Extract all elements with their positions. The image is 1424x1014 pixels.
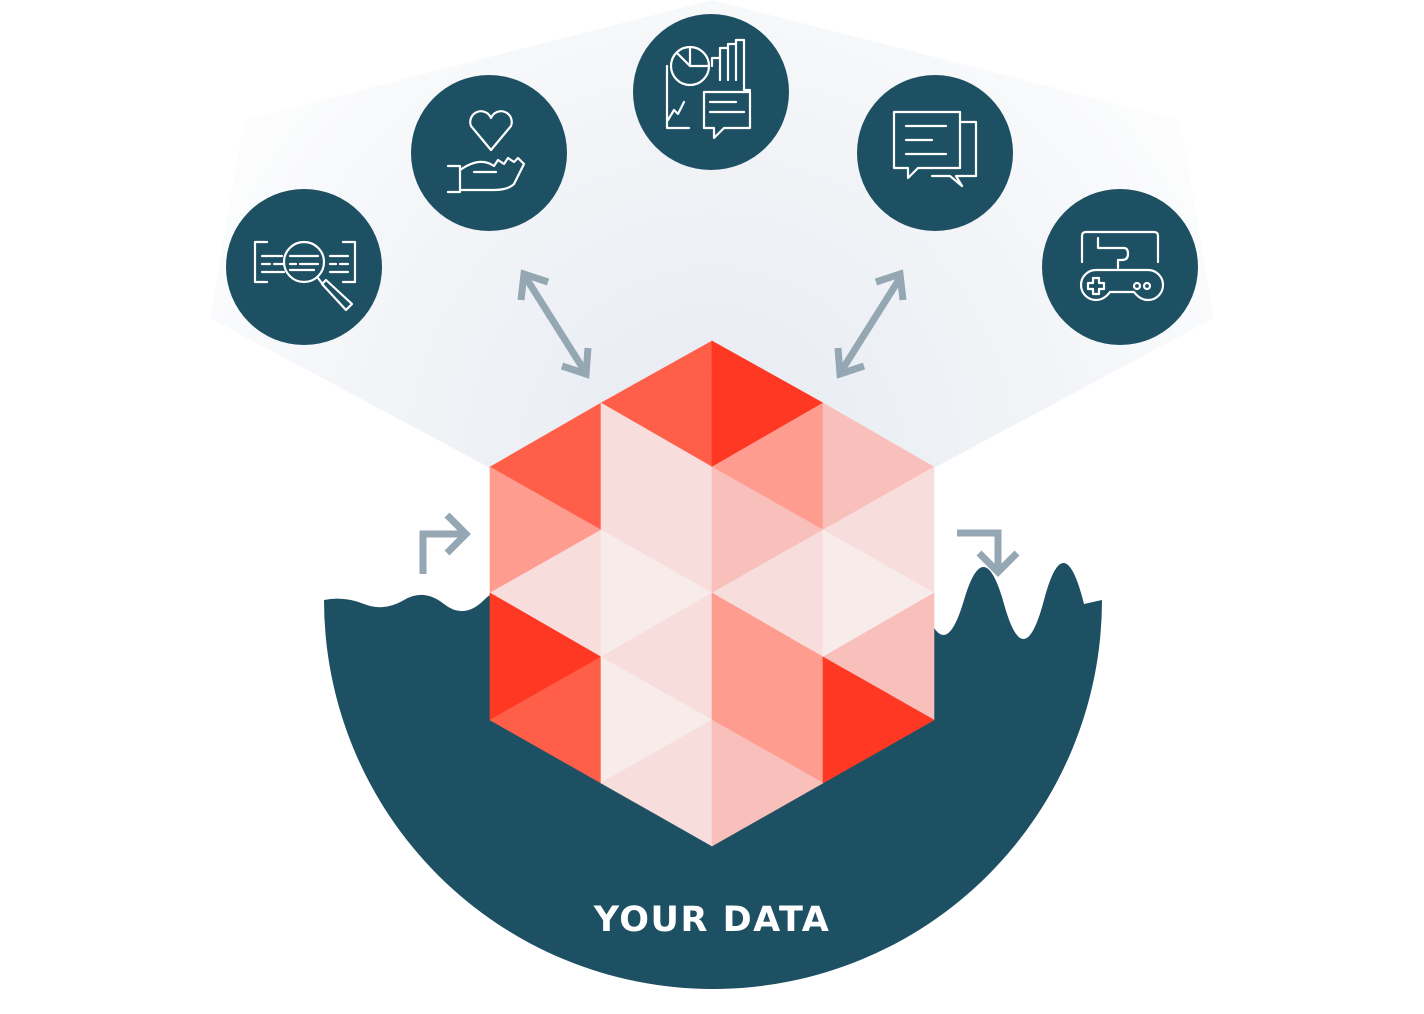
data-hexagon xyxy=(489,340,935,847)
outflow-arrow-icon xyxy=(957,529,1020,577)
charts-report-icon xyxy=(633,14,789,170)
chat-bubbles-icon xyxy=(857,75,1013,231)
gamepad-icon xyxy=(1042,189,1198,345)
double-arrow-right xyxy=(834,269,907,379)
your-data-label: YOUR DATA xyxy=(593,900,831,940)
inflow-arrow-icon xyxy=(419,512,471,574)
hexagon-triangle xyxy=(822,656,935,784)
search-document-icon xyxy=(226,189,382,345)
double-arrow-left xyxy=(517,269,592,379)
hexagon-triangle xyxy=(711,719,824,847)
heart-in-hand-icon xyxy=(411,75,567,231)
